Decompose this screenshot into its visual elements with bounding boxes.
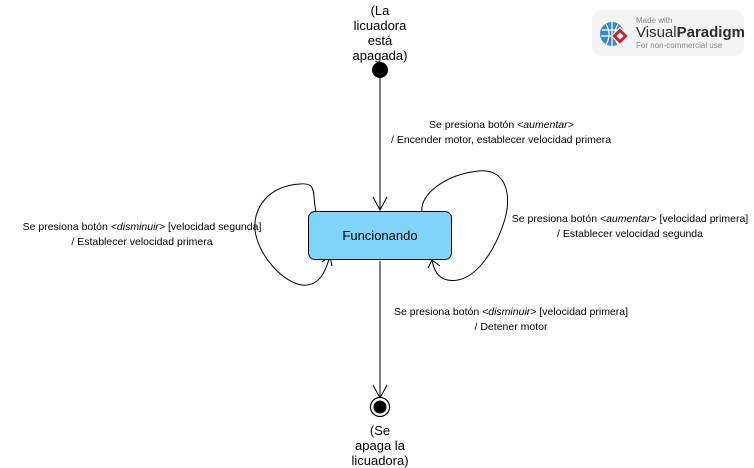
- initial-note: (La licuadora está apagada): [340, 3, 420, 63]
- badge-brand-part2: Paradigm: [676, 24, 745, 41]
- transition-self-left-action: / Establecer velocidad primera: [71, 236, 213, 248]
- badge-brand: VisualParadigm: [636, 24, 745, 41]
- badge-subtitle: For non-commercial use: [636, 41, 723, 50]
- trigger-stereotype: <disminuir>: [110, 221, 166, 233]
- trigger-prefix: Se presiona botón: [511, 213, 600, 225]
- trigger-guard: [velocidad primera]: [656, 213, 749, 225]
- transition-start-action: / Encender motor, establecer velocidad p…: [391, 134, 612, 146]
- initial-note-line: (La: [370, 3, 390, 18]
- transition-start-label: Se presiona botón <aumentar> / Encender …: [380, 118, 638, 148]
- badge-brand-part1: Visual: [636, 24, 677, 41]
- final-note-line: (Se: [369, 423, 391, 438]
- transition-end-label: Se presiona botón <disminuir> [velocidad…: [386, 305, 636, 335]
- trigger-guard: [velocidad segunda]: [165, 221, 262, 233]
- transition-end-trigger: Se presiona botón <disminuir> [velocidad…: [386, 305, 636, 320]
- self-transition-left-loop: [254, 183, 331, 286]
- final-note-line: apaga la: [355, 438, 405, 453]
- transition-self-right-label: Se presiona botón <aumentar> [velocidad …: [508, 212, 752, 242]
- final-node-inner: [373, 400, 387, 414]
- transition-self-right-action: / Establecer velocidad segunda: [557, 228, 703, 240]
- state-name: Funcionando: [342, 228, 418, 243]
- trigger-prefix: Se presiona botón: [22, 221, 111, 233]
- transition-self-right-trigger: Se presiona botón <aumentar> [velocidad …: [508, 212, 752, 227]
- trigger-prefix: Se presiona botón: [393, 306, 483, 318]
- trigger-stereotype: <disminuir>: [482, 306, 537, 318]
- visual-paradigm-badge: Made with VisualParadigm For non-commerc…: [592, 10, 745, 56]
- transition-start-arrowhead: [372, 196, 388, 212]
- transition-start-trigger: Se presiona botón <aumentar>: [380, 118, 638, 133]
- trigger-guard: [velocidad primera]: [536, 306, 629, 318]
- transition-self-left-trigger: Se presiona botón <disminuir> [velocidad…: [2, 220, 282, 235]
- final-note-line: licuadora): [351, 453, 409, 468]
- initial-note-line: apagada): [352, 48, 408, 63]
- transition-end-action: / Detener motor: [474, 321, 548, 333]
- state-funcionando[interactable]: Funcionando: [308, 211, 452, 260]
- final-note: (Se apaga la licuadora): [340, 423, 420, 468]
- initial-note-line: está: [367, 33, 393, 48]
- self-transition-right-loop: [421, 170, 509, 281]
- trigger-stereotype: <aumentar>: [599, 213, 657, 225]
- self-transition-right-arrowhead: [427, 259, 441, 269]
- badge-made-with: Made with: [636, 16, 673, 25]
- initial-note-line: licuadora: [353, 18, 407, 33]
- trigger-prefix: Se presiona botón: [429, 119, 518, 131]
- visual-paradigm-logo-icon: [600, 22, 630, 46]
- initial-node[interactable]: [372, 62, 388, 78]
- transition-self-left-label: Se presiona botón <disminuir> [velocidad…: [2, 220, 282, 250]
- trigger-stereotype: <aumentar>: [517, 119, 574, 131]
